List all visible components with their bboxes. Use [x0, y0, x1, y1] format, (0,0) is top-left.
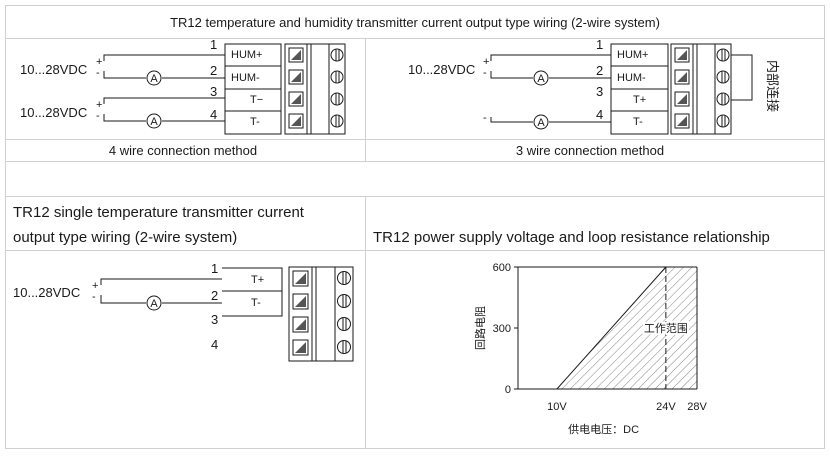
screw-icon — [330, 114, 344, 128]
wire-1 — [103, 54, 225, 61]
terminal-block — [284, 43, 346, 135]
x-tick-label: 10V — [547, 401, 567, 413]
ammeter-icon — [146, 295, 162, 311]
three-wire-panel: 10...28VDC + - - A A 1 2 3 4 HUM+ HUM- T… — [408, 37, 780, 158]
plus-sign: + — [96, 99, 102, 111]
working-range-area — [556, 267, 697, 389]
terminal-label: T− — [250, 94, 263, 106]
terminal-label: T+ — [251, 274, 264, 286]
terminal-number: 1 — [210, 37, 217, 52]
four-wire-panel: 10...28VDC 10...28VDC + - + - A A 1 2 3 … — [20, 37, 346, 158]
screw-icon — [337, 271, 351, 285]
terminal-label-block — [222, 267, 283, 317]
ammeter-icon — [146, 113, 162, 129]
ammeter-symbol: A — [150, 116, 158, 128]
terminal-number: 3 — [596, 84, 603, 99]
three-wire-caption: 3 wire connection method — [516, 143, 664, 158]
terminal-number: 2 — [211, 288, 218, 303]
single-temperature-panel: TR12 single temperature transmitter curr… — [13, 204, 354, 362]
terminal-number: 2 — [210, 63, 217, 78]
plus-sign: + — [92, 280, 98, 292]
terminal-number: 1 — [211, 261, 218, 276]
plus-sign: + — [483, 56, 489, 68]
wire-2a — [490, 71, 533, 79]
graph-panel: TR12 power supply voltage and loop resis… — [373, 229, 770, 436]
ammeter-icon — [533, 70, 549, 86]
wire-1 — [100, 278, 222, 285]
ammeter-icon — [533, 114, 549, 130]
terminal-number: 3 — [210, 84, 217, 99]
graph-title: TR12 power supply voltage and loop resis… — [373, 229, 770, 246]
voltage-label-1: 10...28VDC — [20, 62, 87, 77]
plus-sign: + — [96, 56, 102, 68]
wire-4a — [103, 114, 146, 122]
working-range-label: 工作范围 — [644, 321, 688, 335]
x-tick-label: 28V — [687, 401, 707, 413]
terminal-block — [670, 43, 732, 135]
terminal-number: 1 — [596, 37, 603, 52]
minus-sign: - — [96, 110, 100, 122]
ammeter-icon — [146, 70, 162, 86]
screw-icon — [716, 48, 730, 62]
y-tick-label: 600 — [493, 262, 511, 274]
loop-resistance-chart: 0 300 600 10V 24V 28V — [493, 262, 708, 413]
voltage-label-2: 10...28VDC — [20, 105, 87, 120]
terminal-number: 2 — [596, 63, 603, 78]
terminal-block — [288, 266, 354, 362]
wire-2a — [103, 71, 146, 79]
terminal-label: HUM+ — [231, 49, 262, 61]
table-grid — [5, 5, 825, 449]
page-title: TR12 temperature and humidity transmitte… — [170, 15, 660, 30]
four-wire-caption: 4 wire connection method — [109, 143, 257, 158]
screw-icon — [330, 70, 344, 84]
y-tick-label: 0 — [505, 384, 511, 396]
minus-sign: - — [483, 112, 487, 124]
internal-connection-bracket — [731, 54, 753, 101]
wire-2a — [100, 295, 146, 304]
screw-icon — [337, 294, 351, 308]
screw-icon — [716, 114, 730, 128]
x-axis-label: 供电电压：DC — [568, 422, 639, 436]
y-axis-label: 回路电阻 — [474, 306, 487, 350]
screw-icon — [716, 70, 730, 84]
wire-1 — [490, 54, 611, 61]
terminal-number: 3 — [211, 312, 218, 327]
wire-3 — [103, 97, 225, 104]
wire-4a — [490, 117, 533, 123]
single-title-line-1: TR12 single temperature transmitter curr… — [13, 204, 305, 221]
voltage-label: 10...28VDC — [13, 285, 80, 300]
terminal-label: HUM- — [617, 72, 646, 84]
screw-icon — [330, 48, 344, 62]
screw-icon — [330, 92, 344, 106]
terminal-label: HUM- — [231, 72, 260, 84]
terminal-number: 4 — [211, 337, 218, 352]
y-tick-label: 300 — [493, 323, 511, 335]
minus-sign: - — [96, 67, 100, 79]
terminal-label: T- — [251, 297, 261, 309]
terminal-number: 4 — [210, 107, 217, 122]
minus-sign: - — [483, 67, 487, 79]
screw-icon — [337, 317, 351, 331]
screw-icon — [716, 92, 730, 106]
terminal-label: T+ — [633, 94, 646, 106]
terminal-number: 4 — [596, 107, 603, 122]
ammeter-symbol: A — [150, 298, 158, 310]
x-tick-label: 24V — [656, 401, 676, 413]
minus-sign: - — [92, 291, 96, 303]
terminal-label: T- — [250, 116, 260, 128]
internal-connection-label: 内部连接 — [765, 60, 780, 112]
single-title-line-2: output type wiring (2-wire system) — [13, 229, 237, 246]
ammeter-symbol: A — [537, 117, 545, 129]
terminal-label: T- — [633, 116, 643, 128]
terminal-label: HUM+ — [617, 49, 648, 61]
series-line — [556, 266, 667, 390]
screw-icon — [337, 340, 351, 354]
ammeter-symbol: A — [537, 73, 545, 85]
voltage-label: 10...28VDC — [408, 62, 475, 77]
ammeter-symbol: A — [150, 73, 158, 85]
